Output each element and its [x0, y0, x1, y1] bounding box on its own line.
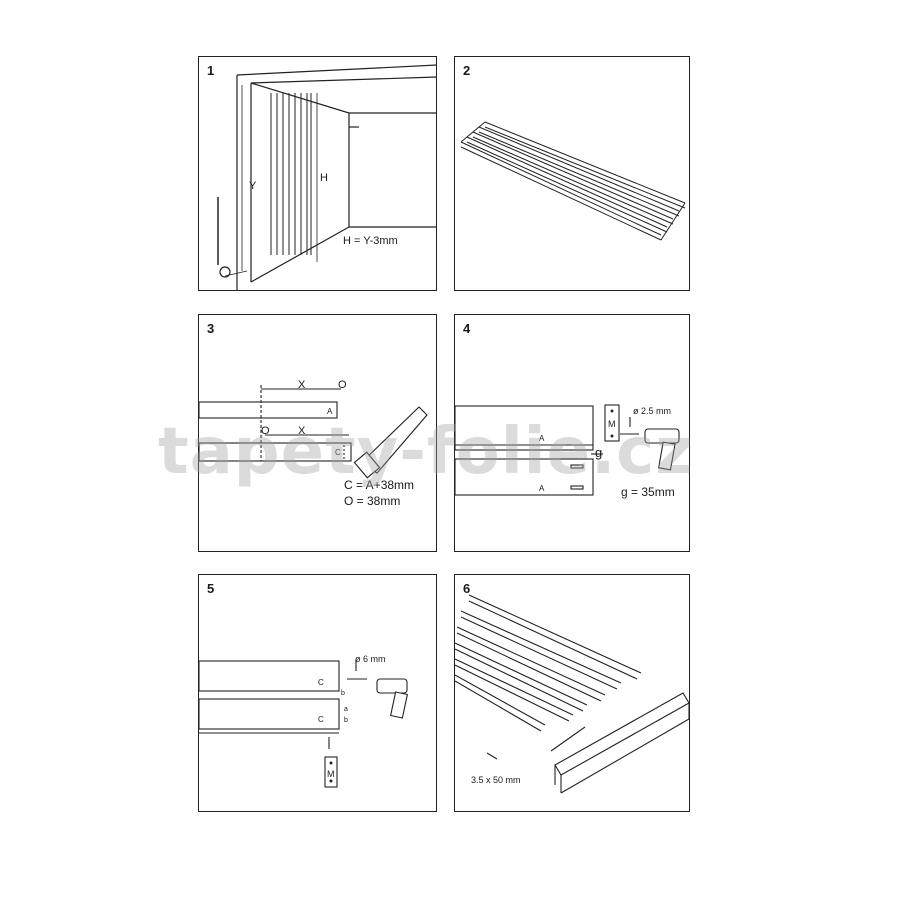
- cutting-illustration: [199, 385, 428, 479]
- watermark: tapety-folie.cz: [158, 415, 694, 489]
- step-3-panel: 3 X O A O X C C = A+38mm O = 38mm: [198, 314, 437, 552]
- step-6-panel: 6 3.5 x 50 mm: [454, 574, 690, 812]
- height-formula: H = Y-3mm: [343, 235, 398, 247]
- a-label-top: A: [539, 434, 545, 443]
- a-label-bottom: A: [539, 484, 545, 493]
- m-label: M: [327, 769, 335, 779]
- step-number: 5: [207, 581, 215, 596]
- step-number: 2: [463, 63, 471, 78]
- o-label-top: O: [338, 379, 347, 391]
- step-5-panel: 5 ø 6 mm C b a b C M: [198, 574, 437, 812]
- h-dimension-label: H: [320, 172, 328, 184]
- room-measure-illustration: [217, 64, 438, 290]
- b-label-top: b: [341, 690, 345, 697]
- m-label: M: [608, 419, 616, 429]
- drilling-slats-illustration: [455, 404, 680, 496]
- g-formula: g = 35mm: [621, 485, 675, 499]
- x-label-top: X: [298, 379, 306, 391]
- y-dimension-label: Y: [249, 180, 257, 192]
- c-label-top: C: [318, 678, 324, 687]
- slats-illustration: [460, 121, 686, 241]
- step-number: 6: [463, 581, 471, 596]
- step-number: 3: [207, 321, 215, 336]
- g-label: g: [595, 445, 603, 460]
- step-2-panel: 2: [454, 56, 690, 291]
- formula-o: O = 38mm: [344, 494, 401, 508]
- step-number: 4: [463, 321, 471, 336]
- step-1-panel: 1 Y H H = Y-3mm: [198, 56, 438, 291]
- a-label: a: [344, 706, 348, 713]
- step-4-panel: 4 ø 2.5 mm M A g A g = 35mm: [454, 314, 690, 552]
- drill-size-label: ø 2.5 mm: [633, 406, 672, 416]
- formula-c: C = A+38mm: [344, 478, 415, 492]
- screw-size-label: 3.5 x 50 mm: [471, 775, 521, 785]
- o-label-bottom: O: [261, 425, 270, 437]
- c-label-bottom: C: [318, 715, 324, 724]
- drilling-connectors-illustration: [199, 659, 409, 788]
- b-label-bottom: b: [344, 717, 348, 724]
- assembly-illustration: [455, 594, 690, 794]
- step-number: 1: [207, 63, 215, 78]
- a-label: A: [327, 407, 333, 416]
- drill-size-label: ø 6 mm: [355, 654, 386, 664]
- c-label: C: [335, 448, 341, 457]
- x-label-bottom: X: [298, 425, 306, 437]
